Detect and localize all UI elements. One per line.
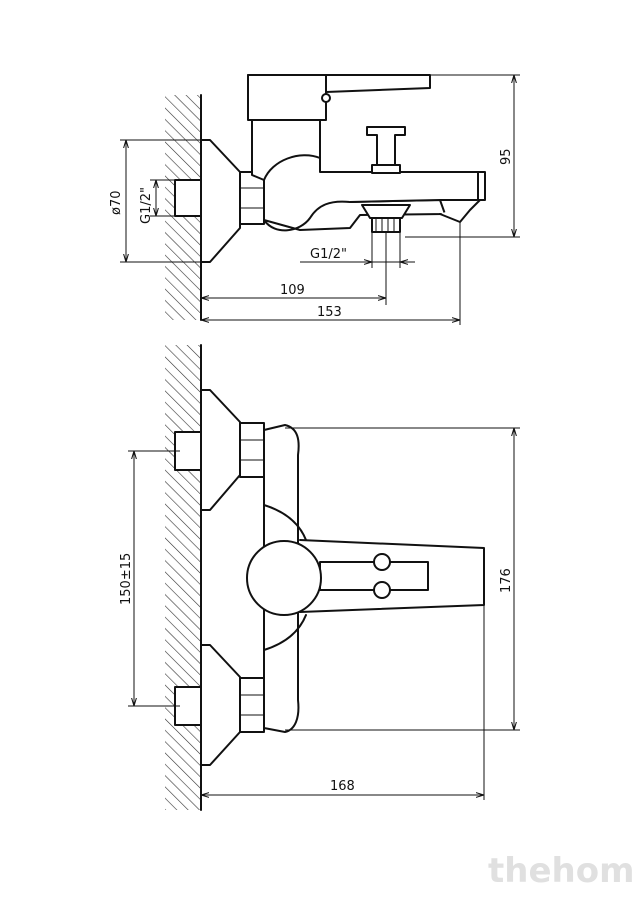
- side-flange: [200, 139, 241, 263]
- side-view: ø70 G1/2" G1/2" 95 109 153: [109, 74, 520, 325]
- side-lever-base: [247, 74, 327, 121]
- side-diverter: [366, 126, 406, 166]
- dim-thread-bottom: G1/2": [310, 247, 347, 262]
- side-spout: [319, 157, 486, 203]
- front-nut-bottom: [239, 677, 265, 733]
- dim-diameter: ø70: [109, 191, 124, 216]
- front-view: 150±15 176 168: [119, 344, 520, 811]
- side-lever: [247, 74, 431, 93]
- dim-height: 95: [499, 148, 514, 165]
- front-nut-top: [239, 422, 265, 478]
- dim-center-distance: 150±15: [119, 553, 134, 605]
- dim-front-height: 176: [499, 568, 514, 593]
- dim-depth-long: 153: [317, 305, 342, 320]
- wall-hatch-bottom: [165, 345, 201, 810]
- front-flange-bottom: [200, 644, 241, 766]
- dim-front-width: 168: [330, 779, 355, 794]
- side-nut: [239, 171, 265, 225]
- watermark: thehome: [488, 851, 636, 891]
- dim-thread-side: G1/2": [139, 187, 154, 224]
- front-handle: [246, 540, 322, 616]
- side-nipple: [174, 179, 202, 217]
- front-flange-top: [200, 389, 241, 511]
- dim-depth-short: 109: [280, 283, 305, 298]
- side-body: [251, 112, 321, 181]
